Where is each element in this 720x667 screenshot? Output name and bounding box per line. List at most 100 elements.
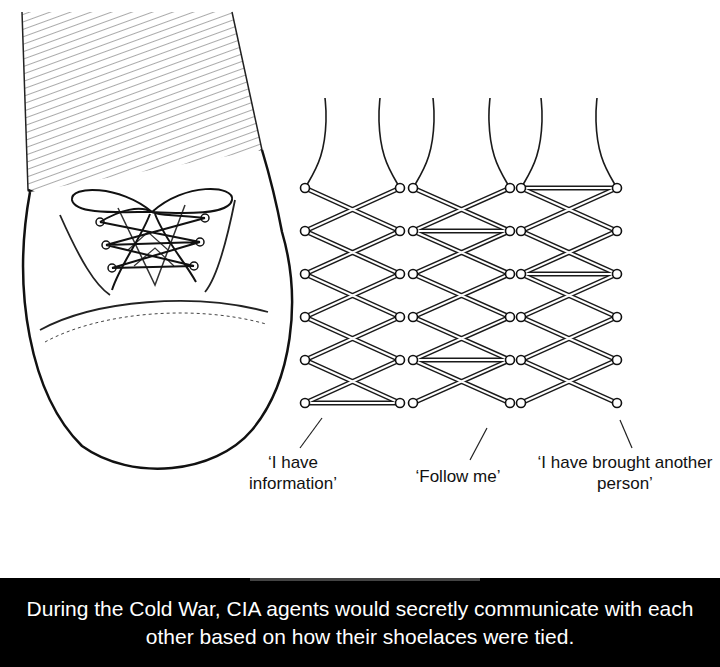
- lace: [305, 188, 400, 231]
- lace: [521, 186, 617, 191]
- eyelet: [517, 184, 526, 193]
- eyelet: [301, 356, 310, 365]
- eyelet: [409, 356, 418, 365]
- lace-core: [521, 360, 617, 403]
- lace-core: [521, 187, 617, 189]
- lace-core: [413, 359, 510, 361]
- lace: [521, 360, 617, 403]
- eyelet: [517, 399, 526, 408]
- lace-core: [413, 317, 510, 360]
- lace-end: [521, 98, 542, 188]
- lace: [521, 360, 617, 403]
- lace: [413, 231, 510, 274]
- callout-label: ‘I have information’: [228, 452, 358, 494]
- eyelet: [506, 184, 515, 193]
- eyelet: [506, 356, 515, 365]
- lace: [521, 231, 617, 274]
- eyelet: [409, 227, 418, 236]
- lace: [305, 231, 400, 274]
- lace-core: [521, 317, 617, 360]
- lace: [305, 274, 400, 317]
- lacing-diagram: [301, 98, 405, 408]
- eyelet: [301, 270, 310, 279]
- lace: [413, 317, 510, 360]
- leader-line: [300, 418, 322, 448]
- lace-core: [305, 402, 400, 404]
- lace-end: [489, 98, 510, 188]
- eyelet: [613, 184, 622, 193]
- lace-end: [413, 98, 434, 188]
- eyelet: [409, 399, 418, 408]
- eyelet: [301, 184, 310, 193]
- lace-core: [413, 188, 510, 231]
- lace-core: [305, 360, 400, 403]
- lace: [413, 358, 510, 363]
- lace-core: [521, 188, 617, 231]
- lace-core: [521, 188, 617, 231]
- lace: [521, 317, 617, 360]
- lace-core: [521, 274, 617, 317]
- lace-core: [305, 231, 400, 274]
- shoe-laces: [72, 189, 232, 290]
- lace: [413, 360, 510, 403]
- lace: [305, 317, 400, 360]
- lace-end: [596, 98, 617, 188]
- lace: [521, 274, 617, 317]
- eyelet: [409, 313, 418, 322]
- lace-core: [305, 360, 400, 403]
- lace-core: [521, 317, 617, 360]
- eyelet: [301, 227, 310, 236]
- lace: [305, 360, 400, 403]
- band-edge: [250, 578, 480, 581]
- lace: [305, 231, 400, 274]
- eyelet: [506, 399, 515, 408]
- lace: [521, 317, 617, 360]
- eyelet: [613, 227, 622, 236]
- lace-core: [305, 231, 400, 274]
- lacing-diagram: [409, 98, 515, 408]
- eyelet: [517, 313, 526, 322]
- eyelet: [613, 356, 622, 365]
- lace-end: [305, 98, 326, 188]
- lace: [413, 229, 510, 234]
- lace: [413, 231, 510, 274]
- lace: [413, 274, 510, 317]
- eyelet: [409, 270, 418, 279]
- eyelet: [517, 227, 526, 236]
- lace: [521, 231, 617, 274]
- callout-label: ‘I have brought another person’: [535, 452, 715, 494]
- lace: [521, 274, 617, 317]
- eyelet: [517, 356, 526, 365]
- lace-core: [305, 274, 400, 317]
- caption-band: [0, 578, 720, 667]
- eyelet: [506, 270, 515, 279]
- lace-core: [413, 231, 510, 274]
- eyelet: [506, 227, 515, 236]
- lace-core: [413, 360, 510, 403]
- lace: [305, 188, 400, 231]
- lace-core: [521, 231, 617, 274]
- lace-core: [413, 188, 510, 231]
- lace-core: [413, 274, 510, 317]
- eyelet: [396, 184, 405, 193]
- lace: [521, 272, 617, 277]
- lace-core: [305, 317, 400, 360]
- lace: [413, 317, 510, 360]
- shoe-outline: [23, 150, 292, 469]
- lace-core: [305, 317, 400, 360]
- leader-line: [620, 420, 632, 448]
- toe-cap-seam: [40, 301, 268, 330]
- callout-label: ‘Follow me’: [398, 466, 518, 487]
- eyelet: [409, 184, 418, 193]
- lace-end: [379, 98, 400, 188]
- eyelet: [613, 399, 622, 408]
- lace-core: [521, 360, 617, 403]
- eyelet: [613, 270, 622, 279]
- lacing-diagrams: [301, 98, 622, 408]
- lace-core: [305, 188, 400, 231]
- shoe-eyelets: [96, 214, 209, 272]
- lace: [413, 188, 510, 231]
- lace-core: [521, 274, 617, 317]
- lace-core: [413, 274, 510, 317]
